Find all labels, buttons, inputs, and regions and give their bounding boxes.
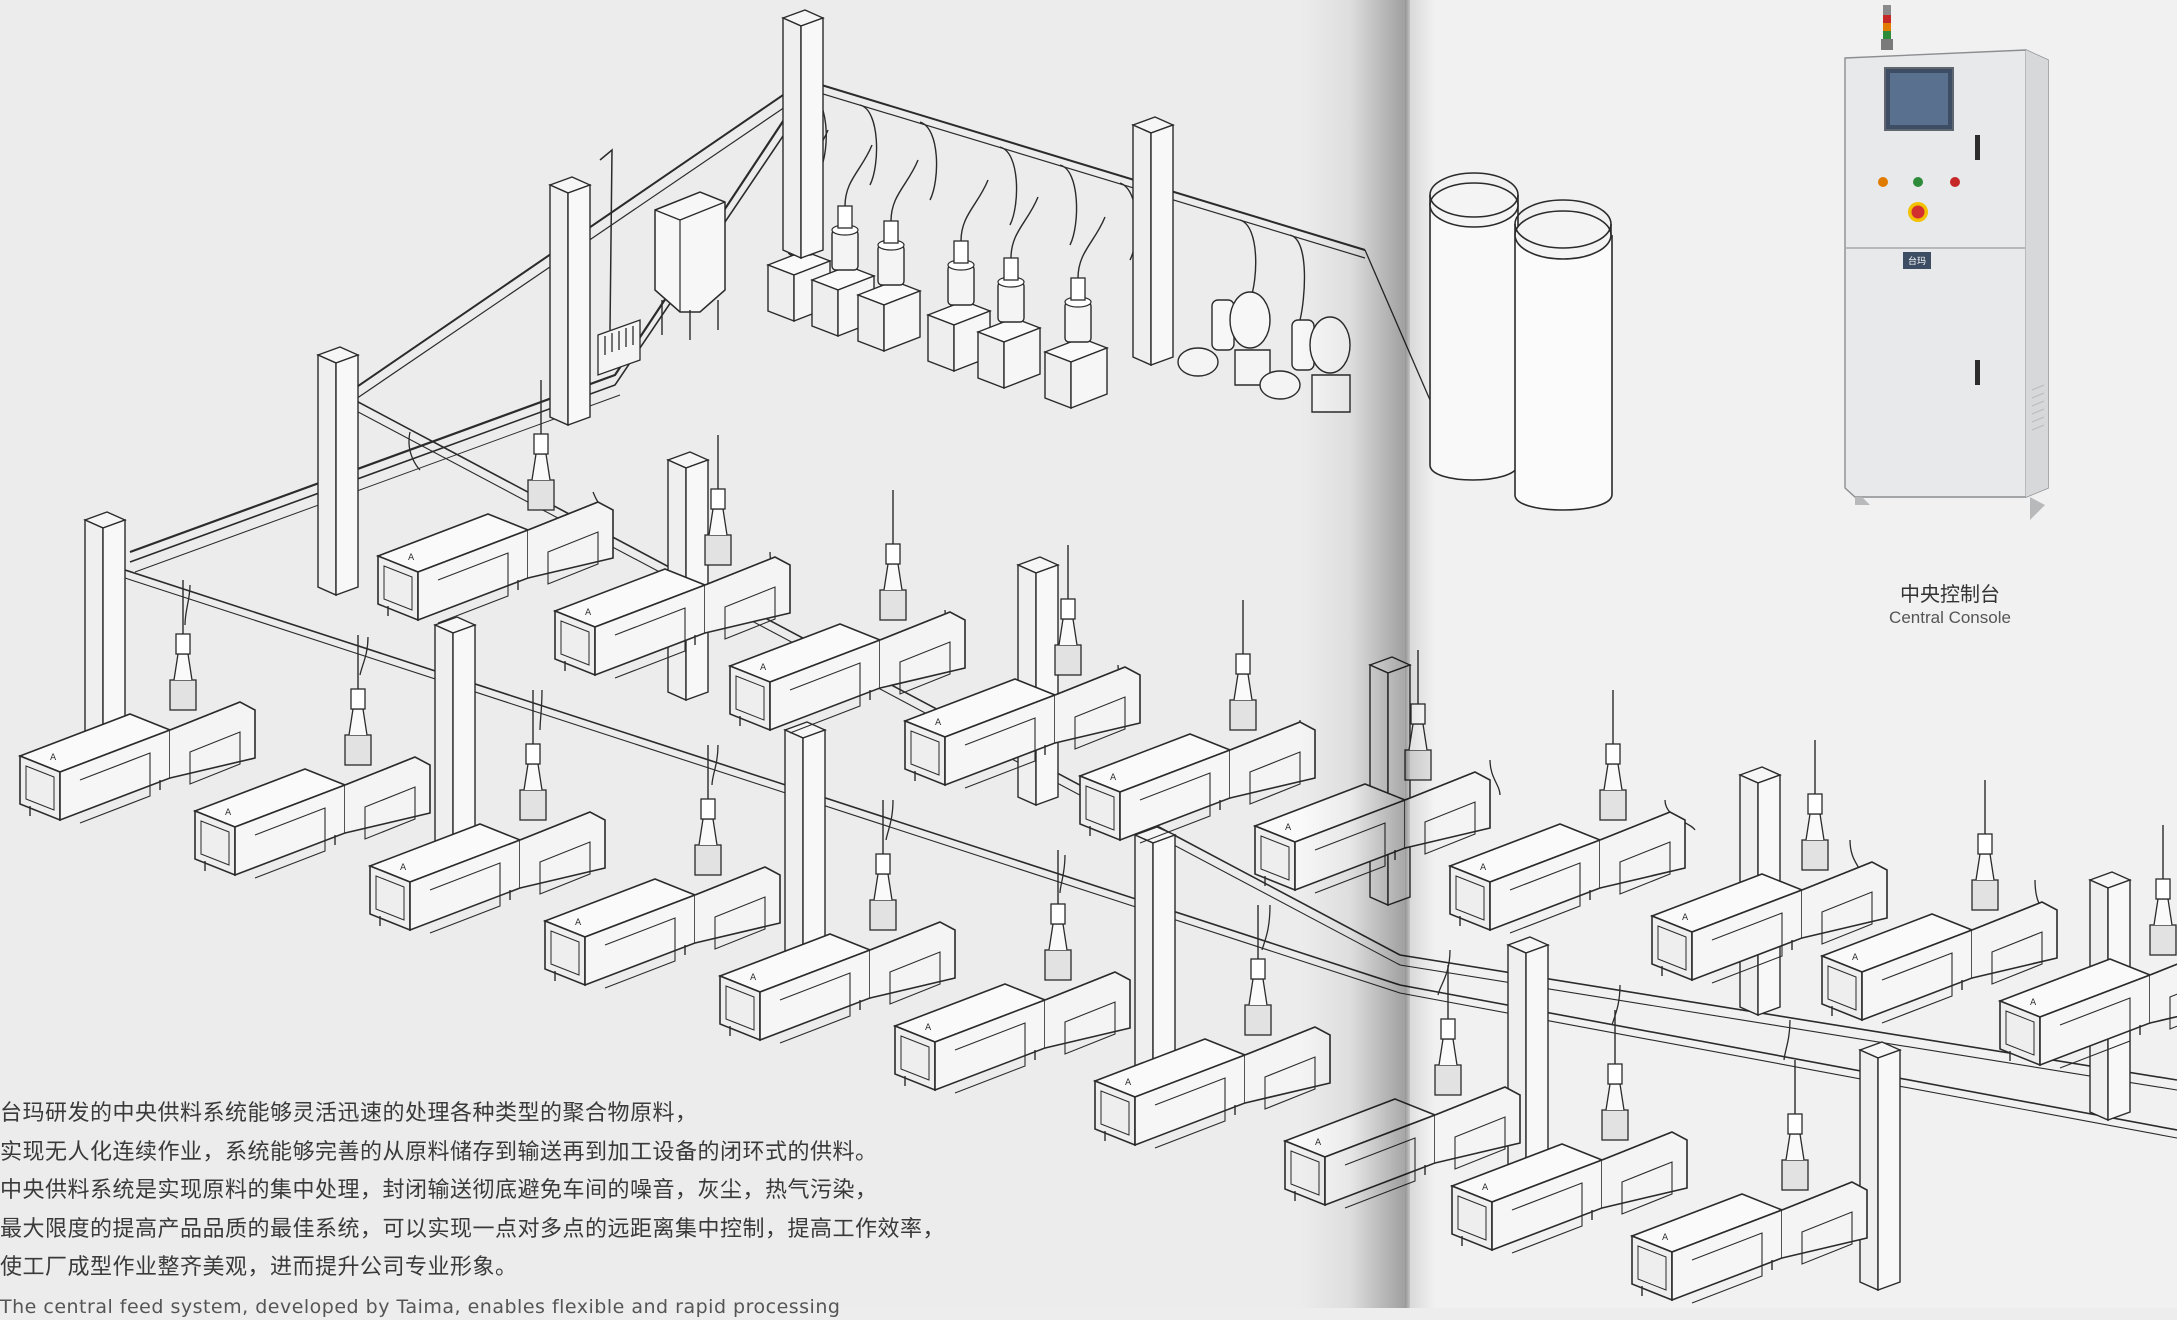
injection-machine [19, 579, 256, 824]
description-line: 实现无人化连续作业，系统能够完善的从原料储存到输送再到加工设备的闭环式的供料。 [0, 1139, 878, 1165]
column [317, 346, 359, 596]
column [784, 721, 826, 971]
console-brand-label: 台玛 [1908, 255, 1926, 267]
column [1017, 556, 1059, 806]
material-station [597, 129, 1351, 413]
storage-hopper [654, 191, 726, 340]
column [1859, 1041, 1901, 1291]
column [1507, 936, 1549, 1186]
console-caption-cn: 中央控制台 [1900, 582, 2000, 606]
dryer-6 [1044, 216, 1108, 409]
description-text: 台玛研发的中央供料系统能够灵活迅速的处理各种类型的聚合物原料， 实现无人化连续作… [0, 1095, 1000, 1320]
description-line: 使工厂成型作业整齐美观，进而提升公司专业形象。 [0, 1255, 518, 1280]
console-caption: 中央控制台 Central Console [1840, 578, 2060, 628]
dryer-rack [597, 319, 641, 376]
description-line: 中央供料系统是实现原料的集中处理，封闭输送彻底避免车间的噪音，灰尘，热气污染， [0, 1178, 878, 1203]
page-gutter-highlight [1405, 0, 1435, 1308]
page-gutter-shadow [1300, 0, 1410, 1308]
column [549, 176, 591, 426]
description-line-en: The central feed system, developed by Ta… [0, 1295, 841, 1318]
vacuum-pump-1 [1177, 291, 1271, 386]
storage-silo-icon [1429, 172, 1613, 511]
description-line: 最大限度的提高产品品质的最佳系统，可以实现一点对多点的远距离集中控制，提高工作效… [0, 1216, 946, 1242]
control-cabinet-icon: 台玛 [1844, 5, 2049, 520]
vacuum-pump-2 [1259, 316, 1351, 413]
dryer-3 [857, 159, 921, 352]
column [1132, 116, 1174, 366]
dryer-5 [977, 196, 1041, 389]
console-caption-en: Central Console [1889, 608, 2011, 627]
column [782, 9, 824, 259]
column [1134, 826, 1176, 1076]
description-line: 台玛研发的中央供料系统能够灵活迅速的处理各种类型的聚合物原料， [0, 1101, 698, 1126]
